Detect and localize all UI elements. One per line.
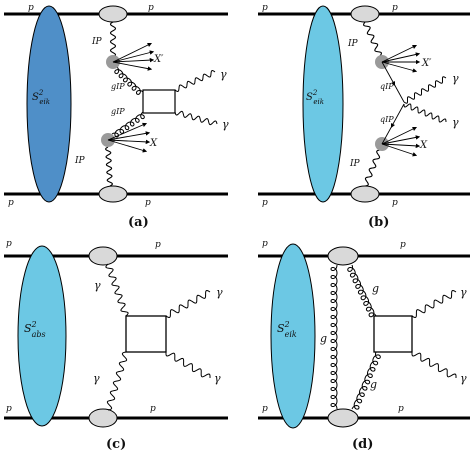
- photon-in-bottom: [106, 351, 128, 411]
- eikonal-blob: [302, 5, 344, 203]
- label-p-bottom-left: p: [262, 198, 268, 208]
- label-g-top: g: [372, 282, 379, 295]
- label-gamma-top: γ: [452, 72, 459, 85]
- vertex-bottom: [327, 408, 359, 428]
- vertex-top: [88, 246, 118, 266]
- label-p-bottom-right: p: [392, 198, 398, 208]
- eikonal-blob: [270, 243, 316, 429]
- label-pomeron-top: IP: [347, 39, 359, 49]
- label-gamma-in-bottom: γ: [93, 372, 100, 385]
- gluon-line-top: [347, 264, 377, 318]
- pomeron-line-top: [109, 21, 117, 58]
- absorptive-blob: [17, 245, 67, 427]
- label-p-top-left: p: [28, 3, 34, 13]
- vertex-top: [98, 5, 128, 23]
- label-g-exchange: g: [320, 332, 327, 345]
- label-p-bottom-left: p: [262, 404, 268, 414]
- gluon-line-bottom: [111, 111, 145, 138]
- label-x-prime: X′: [153, 54, 164, 65]
- caption-d: (d): [352, 437, 373, 451]
- caption-c: (c): [106, 437, 126, 451]
- label-p-top-right: p: [400, 240, 406, 250]
- quark-box: [142, 89, 176, 114]
- pomeron-line-bottom: [364, 149, 381, 187]
- label-p-bottom-left: p: [8, 198, 14, 208]
- caption-a: (a): [128, 215, 149, 230]
- caption-b: (b): [368, 215, 389, 230]
- quark-box: [125, 315, 167, 353]
- photon-out-top: [403, 76, 447, 104]
- label-q-bottom: qIP: [380, 115, 394, 124]
- label-p-top-right: p: [148, 3, 154, 13]
- vertex-bottom: [98, 185, 128, 203]
- label-x: X: [419, 140, 428, 151]
- label-pomeron-top: IP: [91, 37, 103, 47]
- vertex-bottom: [350, 185, 380, 203]
- label-p-top-right: p: [155, 240, 161, 250]
- photon-out-bottom: [411, 351, 457, 379]
- label-p-bottom-right: p: [150, 404, 156, 414]
- label-p-top-right: p: [392, 3, 398, 13]
- label-pomeron-bottom: IP: [74, 156, 86, 166]
- photon-in-top: [105, 263, 129, 317]
- gluon-line-exchange: [330, 264, 338, 410]
- pomeron-line-bottom: [105, 146, 113, 187]
- label-p-top-left: p: [262, 3, 268, 13]
- photon-out-bottom: [174, 110, 218, 126]
- label-gamma-top: γ: [460, 286, 467, 299]
- label-pomeron-bottom: IP: [349, 159, 361, 169]
- label-gamma-top: γ: [216, 286, 223, 299]
- quark-box: [373, 315, 413, 353]
- label-gamma-in-top: γ: [94, 279, 101, 292]
- label-p-bottom-right: p: [145, 198, 151, 208]
- photon-out-bottom: [165, 351, 211, 379]
- label-gamma-bottom: γ: [222, 118, 229, 131]
- label-p-top-left: p: [262, 239, 268, 249]
- vertex-bottom: [88, 408, 118, 428]
- label-g-bottom: gIP: [111, 107, 125, 116]
- label-p-top-left: p: [6, 239, 12, 249]
- vertex-top: [350, 5, 380, 23]
- label-gamma-top: γ: [220, 68, 227, 81]
- label-x: X: [149, 138, 158, 149]
- label-gamma-bottom: γ: [452, 116, 459, 129]
- label-p-bottom-left: p: [6, 404, 12, 414]
- label-p-bottom-right: p: [398, 404, 404, 414]
- photon-out-top: [165, 289, 211, 319]
- photon-out-top: [174, 70, 216, 92]
- gluon-line-bottom: [351, 351, 381, 410]
- photon-out-top: [411, 289, 457, 319]
- eikonal-blob: [26, 5, 72, 203]
- vertex-top: [327, 246, 359, 266]
- label-g-top: gIP: [111, 82, 125, 91]
- label-x-prime: X′: [421, 58, 432, 69]
- label-g-bottom: g: [370, 378, 377, 391]
- label-q-top: qIP: [380, 82, 394, 91]
- gluon-line-top: [114, 66, 144, 95]
- label-gamma-bottom: γ: [460, 372, 467, 385]
- label-gamma-bottom: γ: [214, 372, 221, 385]
- photon-out-bottom: [403, 103, 447, 123]
- pomeron-line-top: [363, 21, 382, 57]
